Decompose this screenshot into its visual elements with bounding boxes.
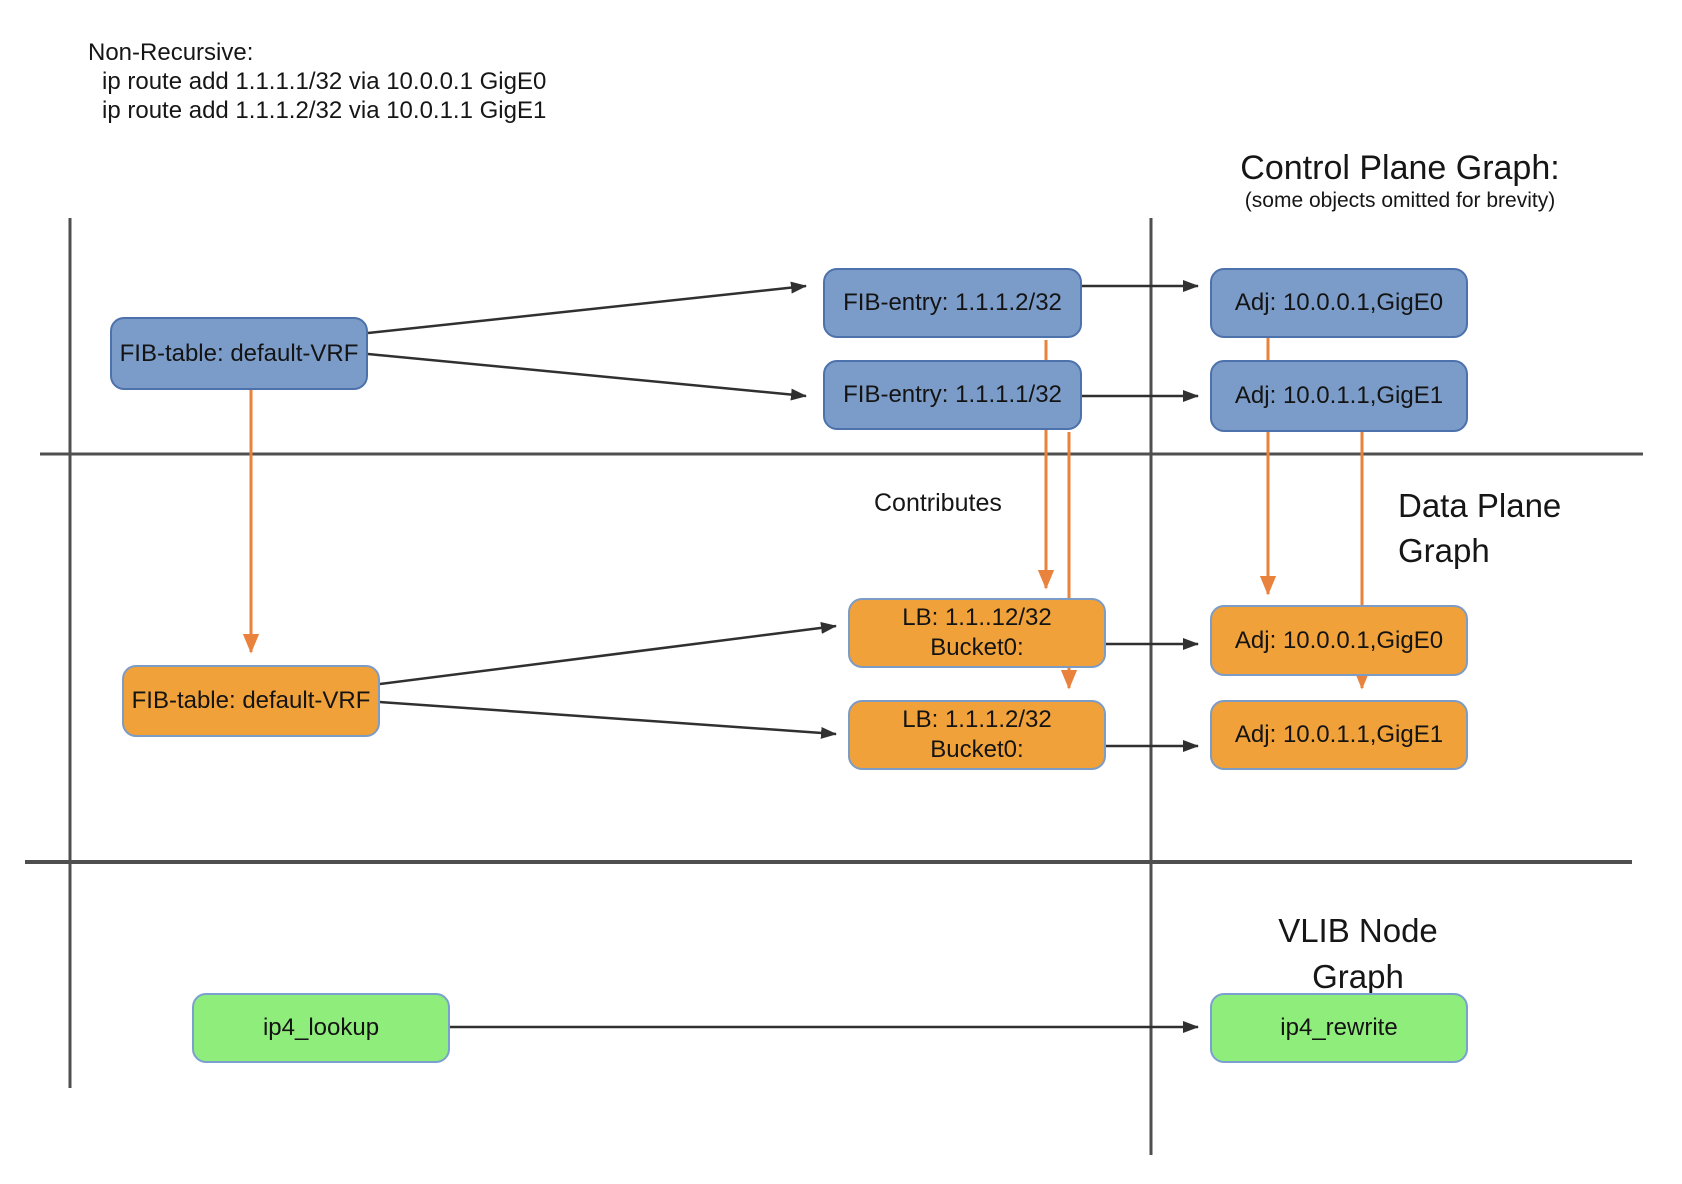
data-plane-title: Data Plane Graph [1398,483,1561,573]
control-plane-subtitle: (some objects omitted for brevity) [1244,189,1556,212]
node-label: FIB-table: default-VRF [119,339,359,367]
node-cp-adj-gige0: Adj: 10.0.0.1,GigE0 [1210,268,1468,338]
control-plane-title: Control Plane Graph: [1240,149,1560,187]
vlib-title-line2: Graph [1312,958,1404,995]
lb-bucket-label: Bucket0: [930,736,1024,763]
lb-bucket-label: Bucket0: [930,634,1024,661]
node-label: LB: 1.1.1.2/32 Bucket0: [902,705,1051,765]
non-recursive-annotation: Non-Recursive: ip route add 1.1.1.1/32 v… [88,38,546,125]
node-label: ip4_rewrite [1280,1014,1398,1041]
node-dp-lb2: LB: 1.1.1.2/32 Bucket0: [848,700,1106,770]
ip-route-command-1: ip route add 1.1.1.1/32 via 10.0.0.1 Gig… [102,68,547,95]
node-dp-adj-gige0: Adj: 10.0.0.1,GigE0 [1210,605,1468,676]
node-label: FIB-entry: 1.1.1.2/32 [843,289,1062,316]
non-recursive-title: Non-Recursive: [88,39,254,66]
edge-dpfibtable-to-lb1 [379,621,837,686]
node-cp-fib-entry-1111: FIB-entry: 1.1.1.1/32 [823,360,1082,430]
vlib-title-line1: VLIB Node [1278,912,1438,949]
node-label: ip4_lookup [262,1014,380,1041]
control-plane-title-block: Control Plane Graph: (some objects omitt… [1180,148,1620,213]
node-label: Adj: 10.0.0.1,GigE0 [1234,626,1444,654]
node-label: Adj: 10.0.1.1,GigE1 [1234,721,1444,748]
edge-fibtable-to-fibentry2 [367,281,807,335]
ip-route-command-2: ip route add 1.1.1.2/32 via 10.0.1.1 Gig… [102,97,547,124]
orange-contributes-connectors [242,338,1371,690]
node-dp-adj-gige1: Adj: 10.0.1.1,GigE1 [1210,700,1468,770]
vlib-node-graph-title: VLIB Node Graph [1248,908,1468,1000]
node-dp-lb1: LB: 1.1..12/32 Bucket0: [848,598,1106,668]
node-label: Adj: 10.0.1.1,GigE1 [1234,382,1444,409]
edge-fibtable-to-fibentry1 [367,352,807,401]
data-plane-title-line2: Graph [1398,532,1490,569]
node-label: Adj: 10.0.0.1,GigE0 [1234,289,1444,316]
node-vlib-ip4-lookup: ip4_lookup [192,993,450,1063]
data-plane-title-line1: Data Plane [1398,487,1562,524]
node-label: FIB-table: default-VRF [131,687,371,714]
lb-prefix-label: LB: 1.1.1.2/32 [902,706,1052,733]
node-vlib-ip4-rewrite: ip4_rewrite [1210,993,1468,1063]
node-cp-fib-table: FIB-table: default-VRF [110,317,368,390]
lb-prefix-label: LB: 1.1..12/32 [902,604,1052,631]
node-label: LB: 1.1..12/32 Bucket0: [902,603,1051,663]
contributes-label: Contributes [874,489,1002,517]
node-dp-fib-table: FIB-table: default-VRF [122,665,380,737]
node-cp-adj-gige1: Adj: 10.0.1.1,GigE1 [1210,360,1468,432]
node-label: FIB-entry: 1.1.1.1/32 [843,381,1062,408]
node-cp-fib-entry-1112: FIB-entry: 1.1.1.2/32 [823,268,1082,338]
edge-dpfibtable-to-lb2 [379,700,837,739]
